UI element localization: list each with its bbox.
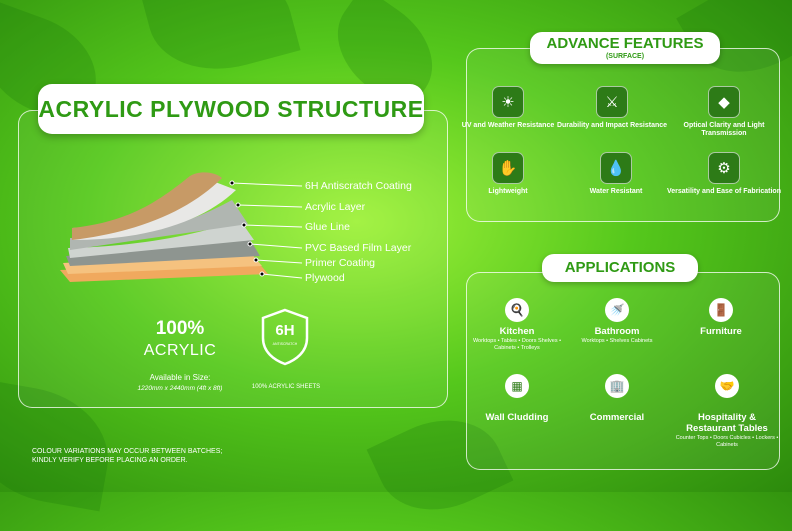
application-sub: Worktops • Tables • Doors Shelves • Cabi… (472, 338, 562, 351)
fabrication-icon: ⚙ (708, 152, 740, 184)
layer-label-glue: Glue Line (305, 221, 350, 233)
feature-label: Versatility and Ease of Fabrication (667, 188, 781, 195)
application-name: Bathroom (594, 326, 640, 337)
application-name: Furniture (700, 326, 742, 337)
glue-line-layer (68, 220, 254, 258)
percent-value: 100% (155, 318, 205, 339)
application-hospitality: 🤝 Hospitality & Restaurant Tables Counte… (672, 374, 782, 449)
hospitality-icon: 🤝 (715, 374, 739, 398)
feature-uv: ☀ UV and Weather Resistance (448, 86, 568, 130)
clarity-icon: ◆ (708, 86, 740, 118)
kitchen-icon: 🍳 (505, 298, 529, 322)
uv-icon: ☀ (492, 86, 524, 118)
layer-label-plywood: Plywood (305, 272, 345, 284)
feature-label: Optical Clarity and Light Transmission (683, 122, 765, 137)
application-sub: Counter Tops • Doors Cubicles • Lockers … (675, 435, 779, 448)
application-name: Commercial (589, 412, 645, 423)
building-icon: 🏢 (605, 374, 629, 398)
application-name: Hospitality & Restaurant Tables (686, 412, 768, 434)
top-wood-face (72, 172, 222, 240)
application-bathroom: 🚿 Bathroom Worktops • Shelves Cabinets (562, 298, 672, 345)
wall-icon: ▦ (505, 374, 529, 398)
badge-6h: 6H (275, 322, 295, 339)
furniture-icon: 🚪 (709, 298, 733, 322)
footer-note: COLOUR VARIATIONS MAY OCCUR BETWEEN BATC… (32, 447, 222, 465)
badge-small-text: ANTISCRATCH (272, 342, 298, 346)
size-value: 1220mm x 2440mm (4ft x 8ft) (137, 385, 223, 392)
water-drop-icon: 💧 (600, 152, 632, 184)
feature-durability: ⚔ Durability and Impact Resistance (552, 86, 672, 130)
features-title-pill: ADVANCE FEATURES (SURFACE) (530, 32, 720, 64)
acrylic-percent-block: 100% ACRYLIC (110, 318, 250, 360)
layer-label-primer: Primer Coating (305, 257, 376, 269)
plywood-layers-diagram (60, 172, 268, 282)
lightweight-icon: ✋ (492, 152, 524, 184)
features-title: ADVANCE FEATURES (546, 35, 704, 52)
layer-label-antiscratch: 6H Antiscratch Coating (305, 180, 412, 192)
feature-label: UV and Weather Resistance (461, 122, 555, 129)
application-furniture: 🚪 Furniture (666, 298, 776, 337)
antiscratch-shield-badge (261, 308, 309, 366)
feature-label: Lightweight (488, 188, 528, 195)
application-kitchen: 🍳 Kitchen Worktops • Tables • Doors Shel… (462, 298, 572, 352)
feature-water: 💧 Water Resistant (556, 152, 676, 196)
scratch-icon: ⚔ (596, 86, 628, 118)
feature-lightweight: ✋ Lightweight (448, 152, 568, 196)
feature-clarity: ◆ Optical Clarity and Light Transmission (664, 86, 784, 138)
material-label: ACRYLIC (143, 342, 217, 359)
feature-label: Durability and Impact Resistance (556, 122, 668, 129)
badge-caption: 100% ACRYLIC SHEETS (251, 384, 321, 390)
structure-title: ACRYLIC PLYWOOD STRUCTURE (38, 84, 424, 134)
applications-title: APPLICATIONS (542, 254, 698, 282)
application-sub: Worktops • Shelves Cabinets (581, 338, 653, 344)
feature-fabrication: ⚙ Versatility and Ease of Fabrication (664, 152, 784, 196)
footer-line-1: COLOUR VARIATIONS MAY OCCUR BETWEEN BATC… (32, 448, 223, 455)
features-subtitle: (SURFACE) (605, 53, 645, 60)
layer-label-pvc: PVC Based Film Layer (305, 242, 412, 254)
feature-label: Water Resistant (589, 188, 643, 195)
bathroom-icon: 🚿 (605, 298, 629, 322)
application-commercial: 🏢 Commercial (562, 374, 672, 423)
size-block: Available in Size: 1220mm x 2440mm (4ft … (110, 373, 250, 392)
application-wall: ▦ Wall Cludding (462, 374, 572, 423)
application-name: Kitchen (499, 326, 535, 337)
layer-label-acrylic: Acrylic Layer (305, 201, 366, 213)
size-label: Available in Size: (149, 373, 211, 382)
features-panel (466, 48, 780, 222)
application-name: Wall Cludding (485, 412, 549, 423)
footer-line-2: KINDLY VERIFY BEFORE PLACING AN ORDER. (32, 457, 188, 464)
